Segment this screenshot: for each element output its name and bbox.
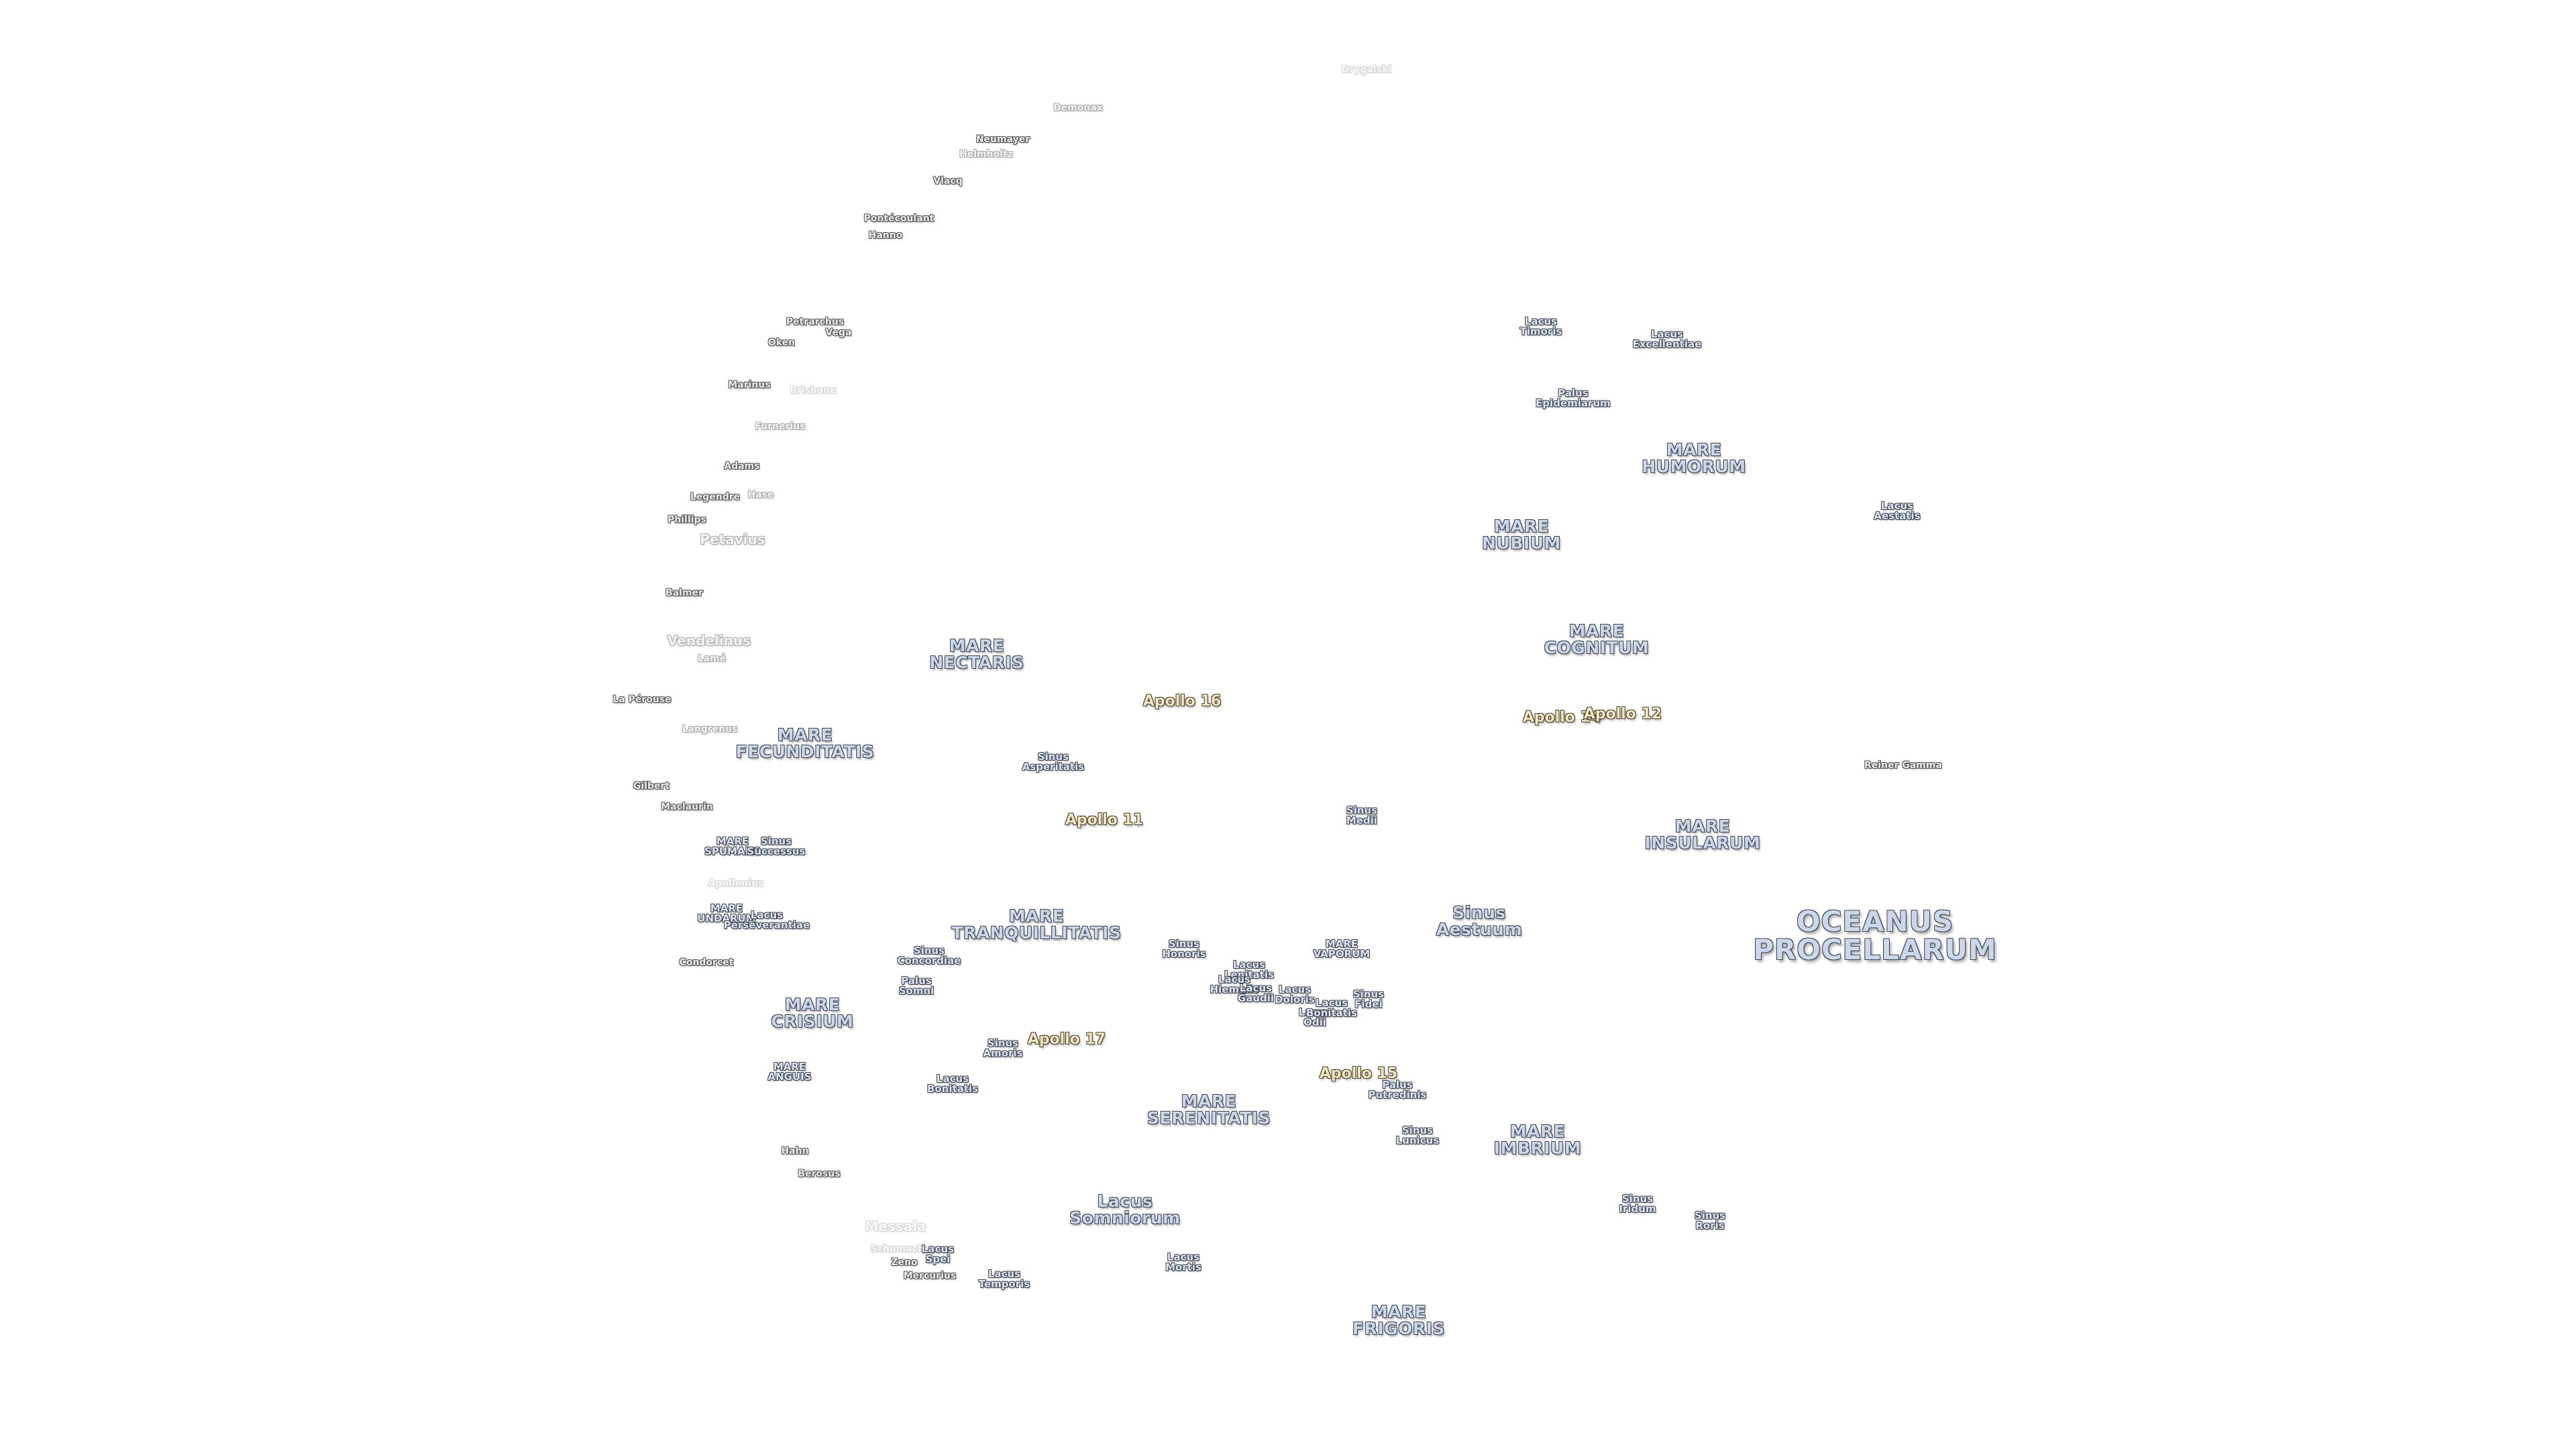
feature-label-lacus-doloris: Lacus Doloris bbox=[1275, 983, 1315, 1006]
feature-label-lacus-aestatis: Lacus Aestatis bbox=[1874, 500, 1921, 522]
feature-label-mare-spumans: MARE SPUMANS bbox=[704, 835, 761, 857]
crater-label-phillips: Phillips bbox=[667, 515, 706, 525]
feature-label-palus-epidemiarum: Palus Epidemiarum bbox=[1536, 387, 1611, 409]
feature-label-sinus-concordiae: Sinus Concordiae bbox=[897, 945, 961, 967]
crater-label-balmer: Balmer bbox=[665, 588, 703, 598]
crater-label-hase: Hase bbox=[747, 490, 774, 500]
crater-label-gilbert: Gilbert bbox=[633, 781, 670, 792]
crater-label-petavius: Petavius bbox=[700, 531, 765, 547]
crater-label-vendelinus: Vendelinus bbox=[667, 633, 751, 649]
crater-label-messala: Messala bbox=[865, 1218, 926, 1234]
crater-label-petrarchus: Petrarchus bbox=[786, 317, 845, 327]
mare-label-mare-insularum: MARE INSULARUM bbox=[1644, 816, 1761, 853]
mare-label-mare-tranquillitatis: MARE TRANQUILLITATIS bbox=[951, 906, 1122, 943]
feature-label-mare-undarum: MARE UNDARUM bbox=[697, 902, 756, 924]
mare-label-oceanus-procellarum: OCEANUS PROCELLARUM bbox=[1753, 905, 1997, 966]
crater-label-maclaurin: Maclaurin bbox=[661, 802, 713, 812]
crater-label-vega: Vega bbox=[825, 327, 852, 338]
mare-label-sinus-aestuum: Sinus Aestuum bbox=[1436, 903, 1523, 939]
mare-label-mare-cognitum: MARE COGNITUM bbox=[1544, 621, 1650, 657]
feature-label-mare-anguis: MARE ANGUIS bbox=[767, 1061, 812, 1083]
feature-label-lacus-lenitatis: Lacus Lenitatis bbox=[1224, 959, 1275, 981]
apollo-site-label-apollo-12: Apollo 12 bbox=[1583, 706, 1662, 722]
crater-label-hanno: Hanno bbox=[868, 230, 903, 241]
mare-label-lacus-somniorum: Lacus Somniorum bbox=[1069, 1191, 1181, 1228]
feature-label-sinus-honoris: Sinus Honoris bbox=[1162, 938, 1206, 960]
feature-label-palus-somni: Palus Somni bbox=[898, 975, 934, 997]
feature-label-sinus-successus: Sinus Successus bbox=[747, 835, 806, 857]
feature-label-lacus-spei: Lacus Spei bbox=[921, 1243, 955, 1265]
crater-label-schumacher: Schumacher bbox=[870, 1244, 936, 1254]
crater-label-la-p-rouse: La Pérouse bbox=[612, 694, 672, 705]
crater-label-langrenus: Langrenus bbox=[682, 724, 738, 735]
crater-label-condorcet: Condorcet bbox=[679, 957, 734, 968]
crater-label-oken: Oken bbox=[767, 337, 796, 348]
crater-label-furnerius: Furnerius bbox=[755, 421, 806, 432]
feature-label-sinus-roris: Sinus Roris bbox=[1694, 1210, 1726, 1232]
feature-label-palus-putredinis: Palus Putredinis bbox=[1368, 1079, 1427, 1101]
feature-label-lacus-excellentiae: Lacus Excellentiae bbox=[1632, 328, 1702, 350]
mare-label-mare-serenitatis: MARE SERENITATIS bbox=[1146, 1091, 1271, 1128]
crater-label-legendre: Legendre bbox=[690, 492, 741, 502]
feature-label-sinus-medii: Sinus Medii bbox=[1346, 804, 1378, 826]
crater-label-pont-coulant: Pontécoulant bbox=[863, 213, 934, 224]
apollo-site-label-apollo-17: Apollo 17 bbox=[1027, 1031, 1106, 1048]
feature-label-lacus-perseverantiae: Lacus Perseverantiae bbox=[723, 909, 810, 931]
mare-label-mare-nectaris: MARE NECTARIS bbox=[929, 636, 1024, 672]
feature-label-mare-vaporum: MARE VAPORUM bbox=[1313, 938, 1371, 960]
mare-label-mare-humorum: MARE HUMORUM bbox=[1642, 440, 1746, 476]
crater-label-hahn: Hahn bbox=[781, 1146, 809, 1157]
feature-label-sinus-lunicus: Sinus Lunicus bbox=[1395, 1124, 1440, 1146]
crater-label-lam: Lamé bbox=[697, 653, 727, 664]
feature-label-lacus-hiemalis: Lacus Hiemalis bbox=[1210, 973, 1259, 996]
apollo-site-label-apollo-11: Apollo 11 bbox=[1065, 812, 1144, 828]
mare-label-mare-fecunditatis: MARE FECUNDITATIS bbox=[735, 725, 875, 761]
feature-label-lacus-mortis: Lacus Mortis bbox=[1165, 1251, 1201, 1273]
crater-label-helmholtz: Helmholtz bbox=[959, 149, 1013, 160]
mare-label-mare-frigoris: MARE FRIGORIS bbox=[1352, 1302, 1445, 1338]
crater-label-brisbane: Brisbane bbox=[790, 385, 837, 396]
feature-label-sinus-fidei: Sinus Fidei bbox=[1352, 988, 1385, 1010]
crater-label-apollonius: Apollonius bbox=[708, 878, 764, 889]
feature-label-sinus-amoris: Sinus Amoris bbox=[983, 1037, 1023, 1059]
apollo-site-label-apollo-14: Apollo 14 bbox=[1522, 709, 1601, 726]
crater-label-reiner-gamma: Reiner Gamma bbox=[1864, 760, 1942, 771]
feature-label-lacus-timoris: Lacus Timoris bbox=[1519, 315, 1562, 337]
feature-label-lacus-gaudii: Lacus Gaudii bbox=[1237, 982, 1275, 1004]
feature-label-lacus-temporis: Lacus Temporis bbox=[978, 1268, 1030, 1290]
crater-label-demonax: Demonax bbox=[1053, 103, 1103, 113]
feature-label-sinus-asperitatis: Sinus Asperitatis bbox=[1022, 751, 1085, 773]
mare-label-mare-crisium: MARE CRISIUM bbox=[771, 995, 854, 1031]
feature-label-lacus-odii: Lacus Odii bbox=[1298, 1006, 1332, 1028]
crater-label-adams: Adams bbox=[724, 461, 760, 472]
crater-label-marinus: Marinus bbox=[728, 380, 771, 390]
feature-label-sinus-iridum: Sinus Iridum bbox=[1619, 1193, 1656, 1215]
crater-label-drygalski: Drygalski bbox=[1341, 64, 1392, 75]
crater-label-mercurius: Mercurius bbox=[903, 1271, 957, 1281]
apollo-site-label-apollo-16: Apollo 16 bbox=[1142, 693, 1222, 710]
crater-label-vlacq: Vlacq bbox=[933, 176, 963, 186]
crater-label-berosus: Berosus bbox=[798, 1169, 841, 1179]
crater-label-zeno: Zeno bbox=[891, 1257, 918, 1268]
feature-label-lacus-bonitatis: Lacus Bonitatis bbox=[1305, 997, 1358, 1019]
apollo-site-label-apollo-15: Apollo 15 bbox=[1319, 1065, 1398, 1082]
mare-label-mare-imbrium: MARE IMBRIUM bbox=[1493, 1122, 1582, 1158]
crater-label-neumayer: Neumayer bbox=[975, 134, 1030, 145]
feature-label-lacus-bonitatis: Lacus Bonitatis bbox=[926, 1073, 979, 1095]
mare-label-mare-nubium: MARE NUBIUM bbox=[1482, 517, 1561, 553]
